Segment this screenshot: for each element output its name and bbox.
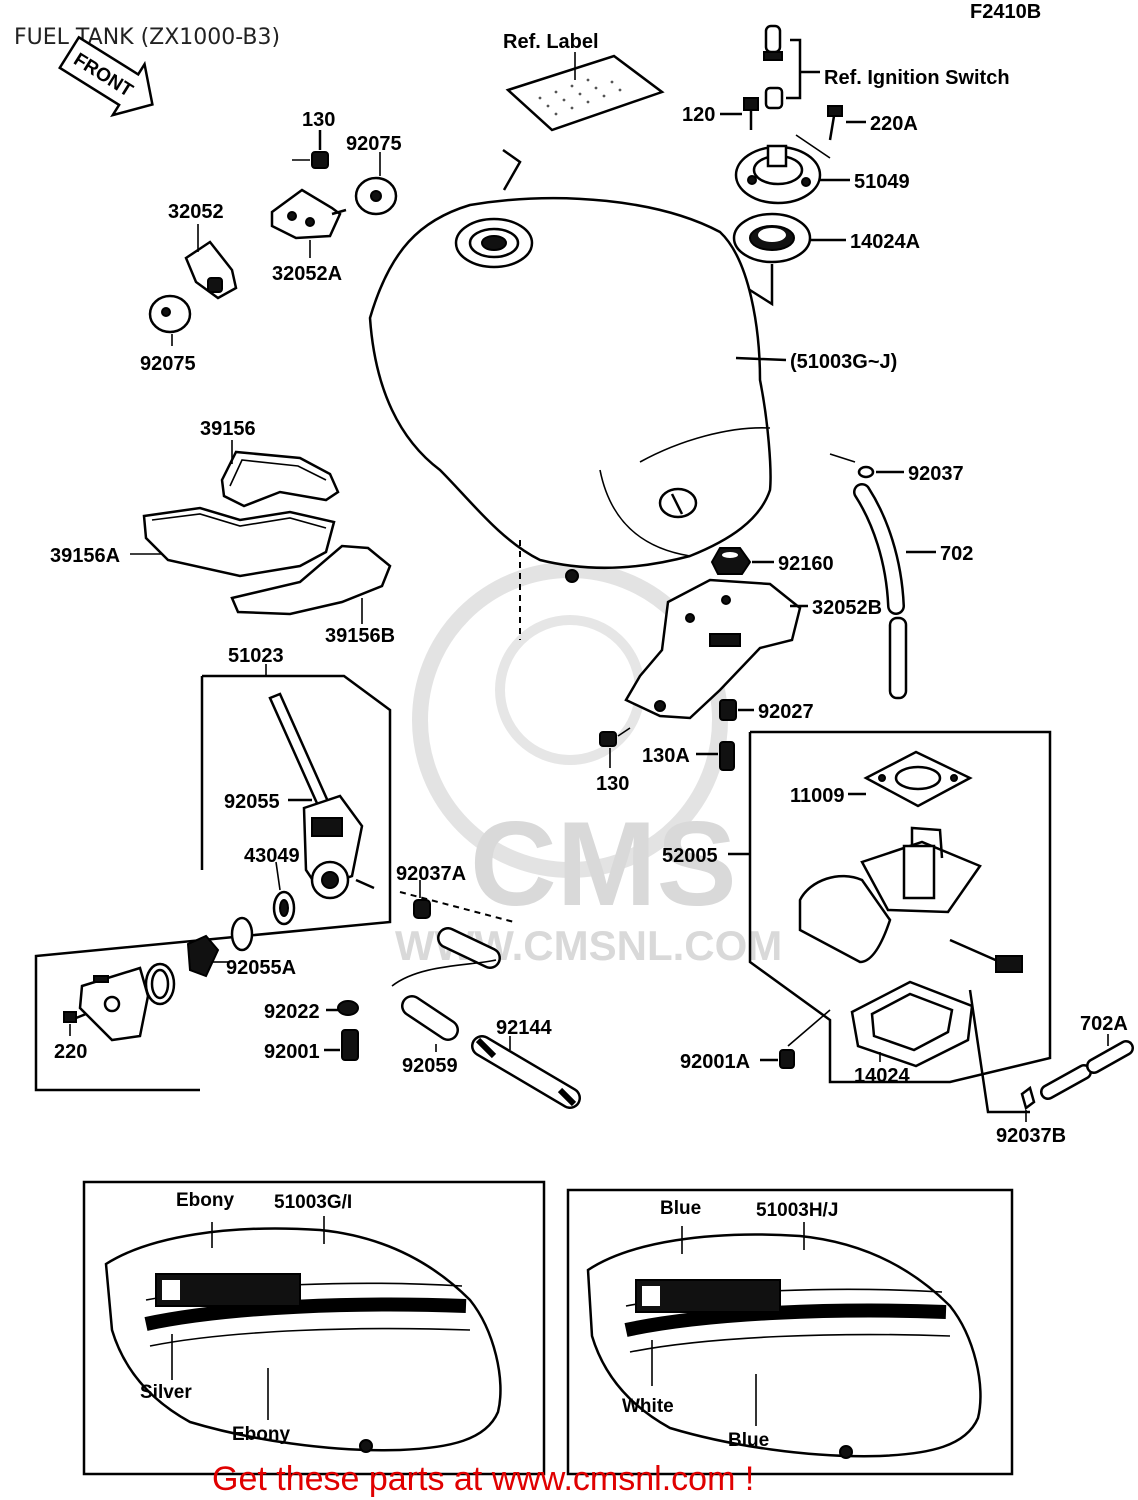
ref-label-sticker xyxy=(505,52,665,132)
clamp-92037-icon xyxy=(857,465,875,479)
hose-short-icon xyxy=(437,927,501,969)
bolt-92027-icon xyxy=(719,699,737,721)
label-ref-ignition-switch: Ref. Ignition Switch xyxy=(824,67,1010,89)
label-130A: 130A xyxy=(642,745,690,767)
label-32052: 32052 xyxy=(168,201,224,223)
assembly-52005-frame xyxy=(748,730,1052,1084)
label-39156: 39156 xyxy=(200,418,256,440)
bracket-32052-icon xyxy=(184,240,238,300)
variant-1-bottom-color: Ebony xyxy=(232,1424,290,1445)
label-51003G-J: (51003G~J) xyxy=(790,351,897,373)
label-92001: 92001 xyxy=(264,1041,320,1063)
label-51023: 51023 xyxy=(228,645,284,667)
pad-39156B-icon xyxy=(230,544,392,616)
oring-92055A-icon xyxy=(230,916,254,952)
label-92037B: 92037B xyxy=(996,1125,1066,1147)
bolt-130-top-icon xyxy=(311,151,329,169)
variant-panel-2 xyxy=(566,1188,1014,1476)
label-32052A: 32052A xyxy=(272,263,342,285)
label-220: 220 xyxy=(54,1041,87,1063)
screw-92001A-icon xyxy=(779,1049,795,1069)
clamp-92037B-icon xyxy=(1020,1085,1036,1111)
label-ref-label: Ref. Label xyxy=(503,31,599,53)
label-92022: 92022 xyxy=(264,1001,320,1023)
pad-39156A-icon xyxy=(142,506,336,578)
label-92037A: 92037A xyxy=(396,863,466,885)
label-43049: 43049 xyxy=(244,845,300,867)
label-92144: 92144 xyxy=(496,1017,552,1039)
label-92001A: 92001A xyxy=(680,1051,750,1073)
label-52005: 52005 xyxy=(662,845,718,867)
label-92037: 92037 xyxy=(908,463,964,485)
bolt-130A-icon xyxy=(719,741,735,771)
screw-220A-icon xyxy=(827,105,843,141)
strainer-icon xyxy=(144,934,220,1006)
variant-2-top-color: Blue xyxy=(660,1198,701,1219)
label-51049: 51049 xyxy=(854,171,910,193)
bolt-130-mid-icon xyxy=(599,731,617,747)
fuel-tap-51023-icon xyxy=(268,692,375,900)
diagram-code: F2410B xyxy=(970,1,1041,23)
label-11009: 11009 xyxy=(790,785,845,807)
fuel-cap-51049-icon xyxy=(734,144,822,205)
label-92055A: 92055A xyxy=(226,957,296,979)
label-92055: 92055 xyxy=(224,791,280,813)
label-220A: 220A xyxy=(870,113,918,135)
cover-plate-icon xyxy=(78,966,150,1042)
bracket-32052A-icon xyxy=(270,188,347,240)
screw-220-icon xyxy=(63,1011,87,1023)
page-title: FUEL TANK (ZX1000-B3) xyxy=(14,25,280,50)
clamp-92037A-icon xyxy=(413,899,431,919)
variant-1-stripe-color: Silver xyxy=(140,1382,192,1403)
variant-2-bottom-color: Blue xyxy=(728,1430,769,1451)
hose-702A-icon xyxy=(1040,1040,1134,1100)
variant-1-part: 51003G/I xyxy=(274,1192,352,1213)
variant-1-top-color: Ebony xyxy=(176,1190,234,1211)
label-39156A: 39156A xyxy=(50,545,120,567)
label-92059: 92059 xyxy=(402,1055,458,1077)
watermark-brand: CMS xyxy=(470,797,737,931)
hose-92059-icon xyxy=(401,995,459,1041)
fuel-tap-frame xyxy=(34,674,392,1092)
label-92027: 92027 xyxy=(758,701,814,723)
label-702: 702 xyxy=(940,543,973,565)
hose-702-icon xyxy=(853,483,908,700)
damper-92075-top-icon xyxy=(354,176,398,216)
oring-43049-icon xyxy=(272,890,296,926)
ignition-key-icon xyxy=(763,24,783,61)
label-92160: 92160 xyxy=(778,553,834,575)
bracket-32052B-icon xyxy=(624,578,802,720)
bolt-92001-icon xyxy=(341,1029,359,1061)
fuel-gauge-sender-icon xyxy=(798,826,1023,973)
label-32052B: 32052B xyxy=(812,597,882,619)
label-39156B: 39156B xyxy=(325,625,395,647)
ignition-switch-icon xyxy=(764,86,784,110)
ref-label-guide xyxy=(502,148,522,191)
cta-link[interactable]: Get these parts at www.cmsnl.com ! xyxy=(212,1460,754,1498)
pad-39156-icon xyxy=(220,450,340,508)
gasket-14024-icon xyxy=(850,980,974,1068)
variant-2-stripe-color: White xyxy=(622,1396,674,1417)
variant-panel-1 xyxy=(82,1180,546,1476)
label-702A: 702A xyxy=(1080,1013,1128,1035)
label-14024: 14024 xyxy=(854,1065,910,1087)
hose-92144-icon xyxy=(471,1035,581,1109)
damper-92160-icon xyxy=(710,547,752,575)
damper-92075-bottom-icon xyxy=(148,294,192,334)
fuel-tank-body xyxy=(368,196,772,583)
screw-120-icon xyxy=(743,97,759,130)
label-130-mid: 130 xyxy=(596,773,629,795)
label-92075-top: 92075 xyxy=(346,133,402,155)
label-92075-bottom: 92075 xyxy=(140,353,196,375)
label-120: 120 xyxy=(682,104,715,126)
label-130-top: 130 xyxy=(302,109,335,131)
washer-92022-icon xyxy=(337,1000,359,1016)
gasket-11009-icon xyxy=(863,750,973,808)
gasket-14024A-icon xyxy=(732,212,812,264)
variant-2-part: 51003H/J xyxy=(756,1200,838,1221)
label-14024A: 14024A xyxy=(850,231,920,253)
